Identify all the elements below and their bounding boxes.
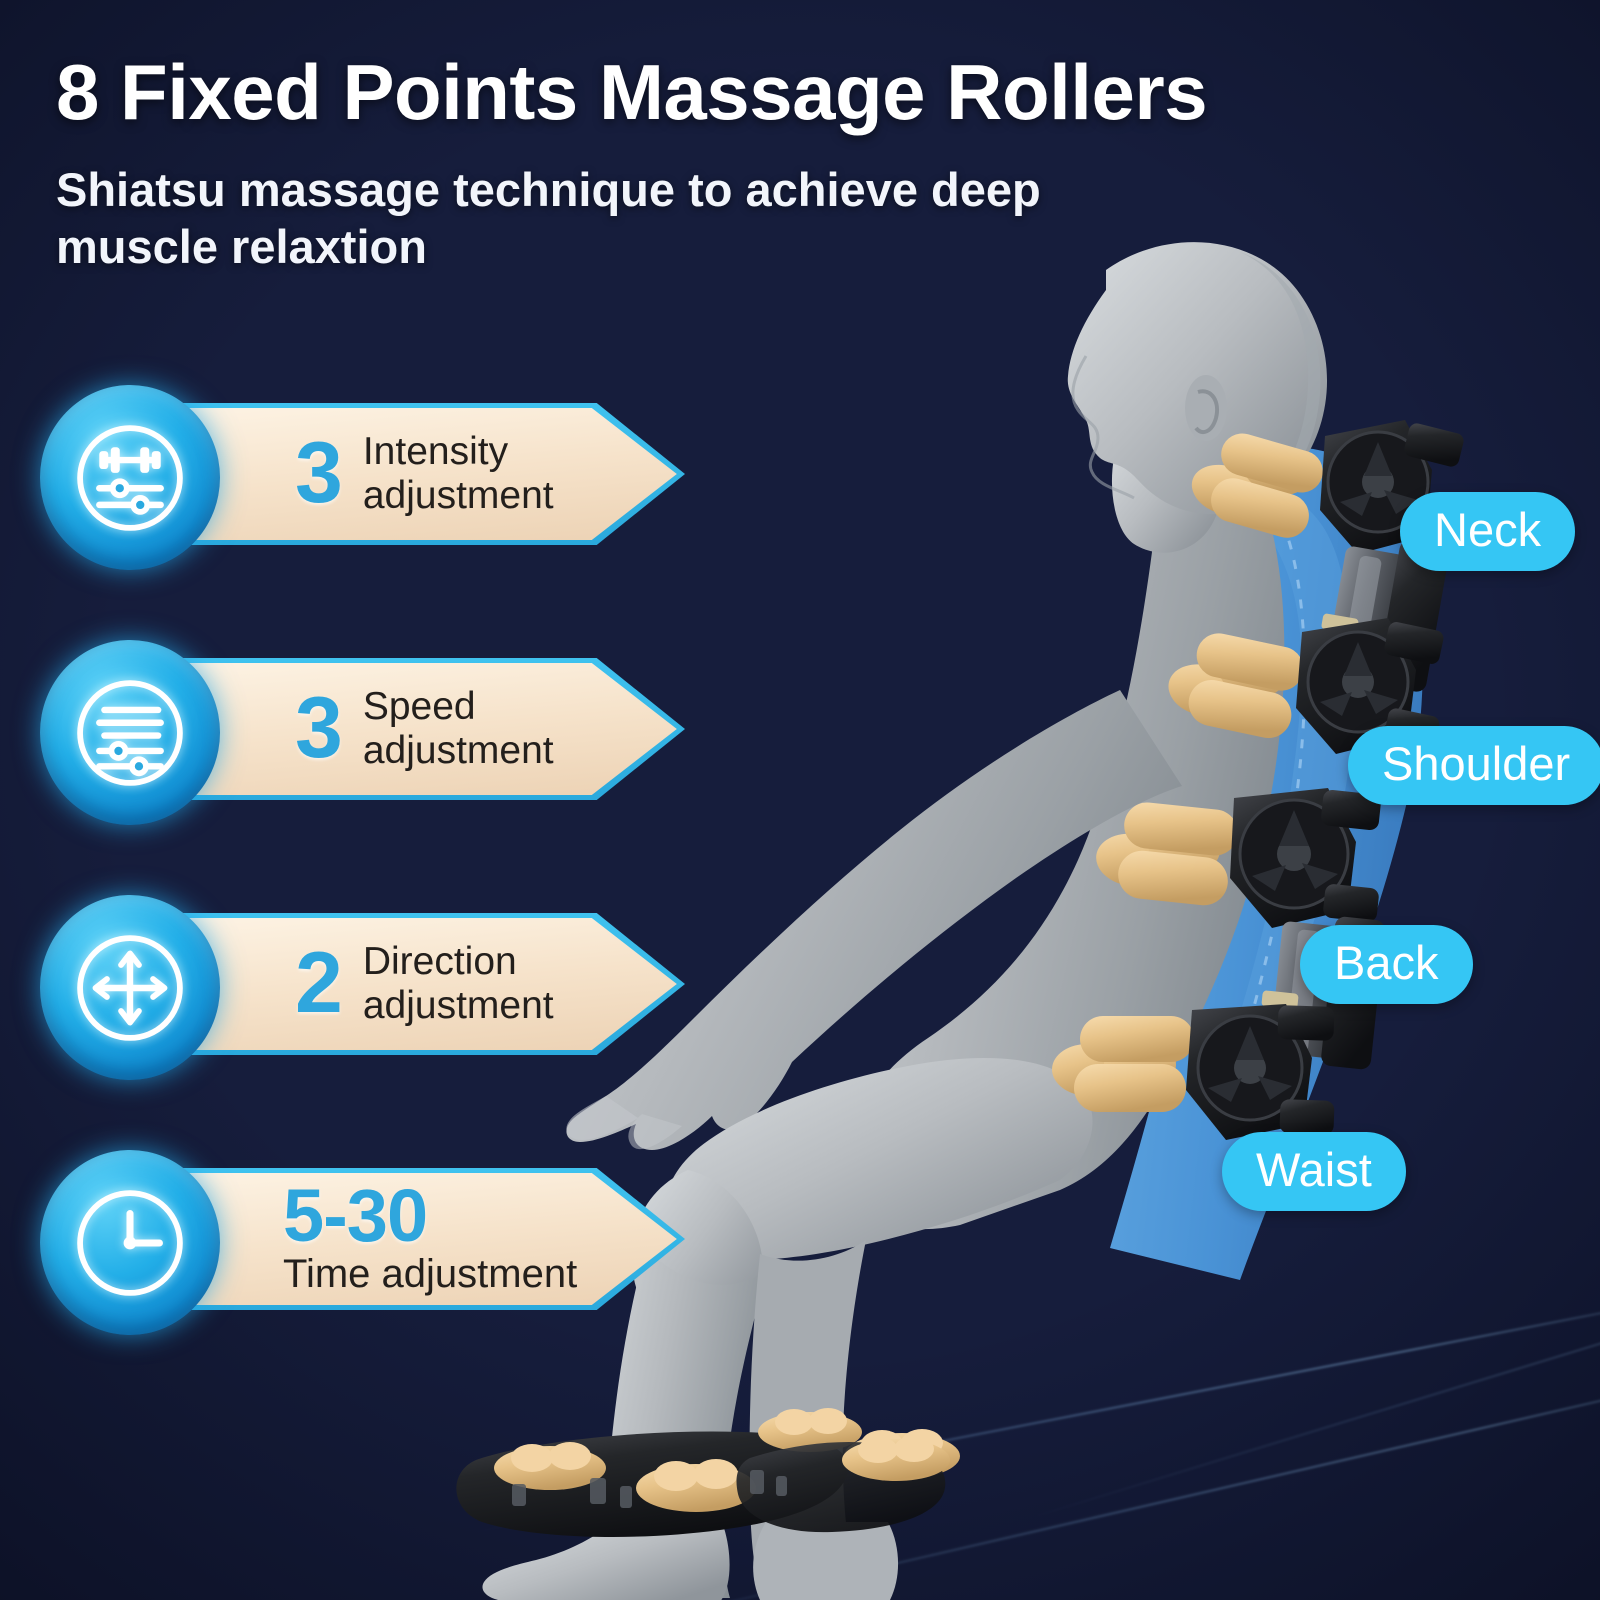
feature-card-direction[interactable]: 2 Direction adjustment xyxy=(40,895,720,1080)
page-subtitle: Shiatsu massage technique to achieve dee… xyxy=(56,163,1041,274)
roller-unit-back xyxy=(1096,788,1381,928)
feature-banner: 3 Speed adjustment xyxy=(150,658,685,800)
feature-banner: 2 Direction adjustment xyxy=(150,913,685,1055)
feature-label-line1: Time adjustment xyxy=(283,1251,578,1296)
four-way-arrows-icon xyxy=(66,924,194,1052)
feature-value: 5-30 xyxy=(283,1173,428,1257)
feature-label: Direction adjustment xyxy=(363,940,554,1027)
feature-banner-inner: 3 Speed adjustment xyxy=(155,663,677,795)
feature-label-line1: Intensity xyxy=(362,430,509,474)
feature-label-line2: adjustment xyxy=(362,474,554,517)
page-title: 8 Fixed Points Massage Rollers xyxy=(56,48,1208,136)
feature-label-line1: Speed xyxy=(362,685,476,729)
feature-banner-inner: 3 Intensity adjustment xyxy=(155,408,677,540)
feature-icon-badge[interactable] xyxy=(40,385,220,570)
speed-sliders-icon xyxy=(66,669,194,797)
feature-banner: 3 Intensity adjustment xyxy=(150,403,685,545)
body-part-label-shoulder[interactable]: Shoulder xyxy=(1348,726,1600,805)
feature-card-time[interactable]: 5-30 Time adjustment xyxy=(40,1150,720,1335)
body-part-label-neck[interactable]: Neck xyxy=(1400,492,1576,571)
feature-card-speed[interactable]: 3 Speed adjustment xyxy=(40,640,720,825)
feature-label: Time adjustment xyxy=(283,1252,577,1297)
feature-label: Intensity adjustment xyxy=(363,430,554,517)
feature-icon-badge[interactable] xyxy=(40,895,220,1080)
massage-chair-illustration xyxy=(420,170,1600,1600)
clock-icon xyxy=(66,1179,194,1307)
feature-icon-badge[interactable] xyxy=(40,640,220,825)
roller-unit-shoulder xyxy=(1168,618,1444,754)
feature-label-line2: adjustment xyxy=(362,729,554,772)
feature-label: Speed adjustment xyxy=(363,685,554,772)
dumbbell-sliders-icon xyxy=(66,414,194,542)
feature-card-intensity[interactable]: 3 Intensity adjustment xyxy=(40,385,720,570)
feature-icon-badge[interactable] xyxy=(40,1150,220,1335)
feature-value: 3 xyxy=(295,680,343,777)
feature-banner-inner: 2 Direction adjustment xyxy=(155,918,677,1050)
feature-value: 2 xyxy=(295,935,343,1032)
feature-value: 3 xyxy=(295,425,343,522)
body-part-label-waist[interactable]: Waist xyxy=(1222,1132,1406,1211)
feature-banner-inner: 5-30 Time adjustment xyxy=(155,1173,677,1305)
feature-list: 3 Intensity adjustment xyxy=(40,385,720,1335)
foot-roller-module xyxy=(456,1408,960,1537)
header-block: 8 Fixed Points Massage Rollers Shiatsu m… xyxy=(56,48,1516,276)
feature-label-line2: adjustment xyxy=(362,984,554,1027)
feature-banner: 5-30 Time adjustment xyxy=(150,1168,685,1310)
feature-label-line1: Direction xyxy=(362,940,517,984)
body-part-label-back[interactable]: Back xyxy=(1300,925,1473,1004)
roller-unit-waist xyxy=(1052,1004,1335,1140)
